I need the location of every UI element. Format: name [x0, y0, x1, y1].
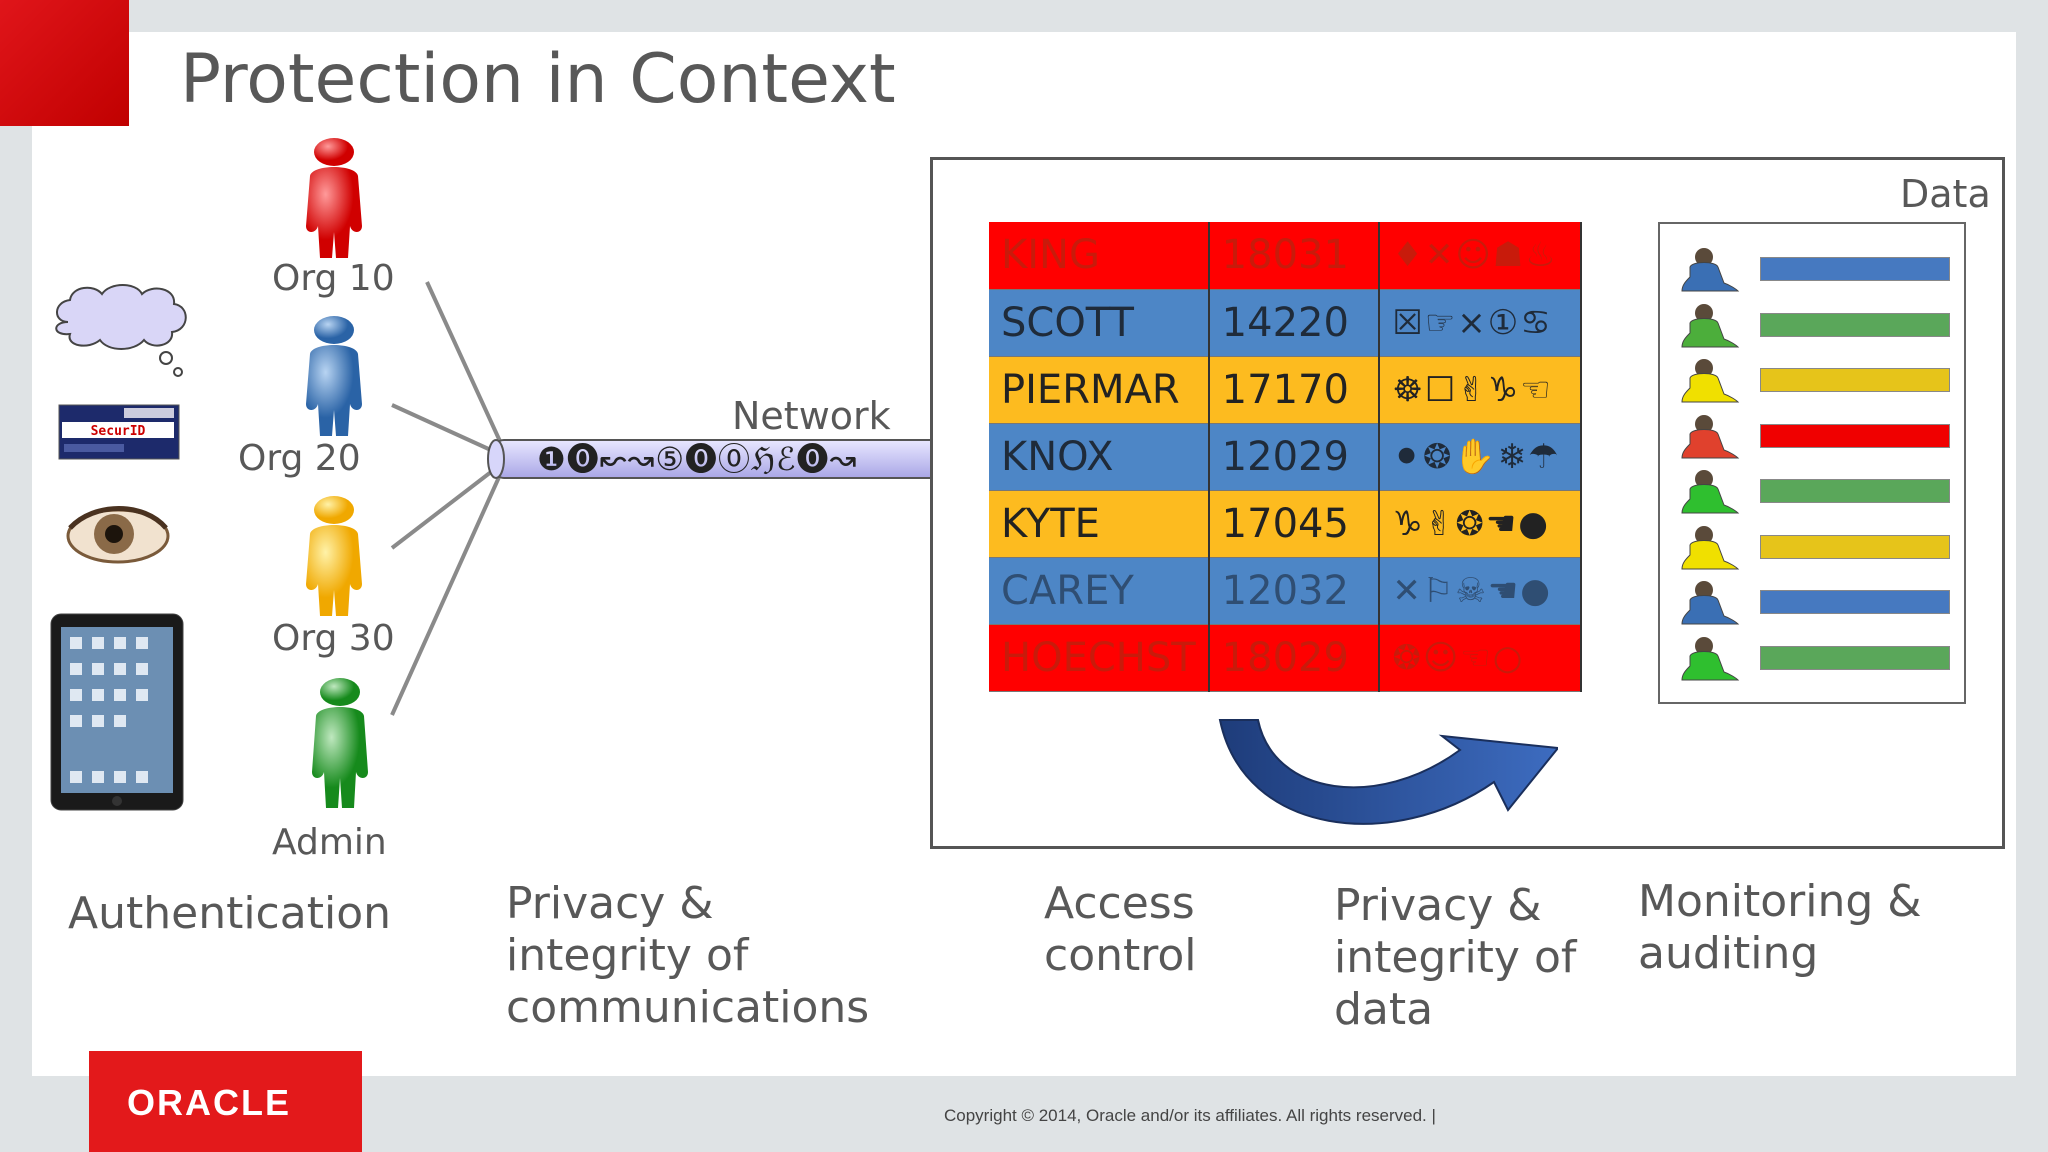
cell-name: PIERMAR: [989, 356, 1210, 424]
authentication-label: Authentication: [68, 888, 391, 939]
audit-user-icon: [1681, 359, 1740, 403]
access-control-line-2: control: [1044, 930, 1197, 981]
org30-person-icon: [306, 496, 362, 616]
redaction-arrow-icon: [1218, 719, 1558, 825]
privacy-data-label: Privacy & integrity of data: [1334, 880, 1576, 1036]
audit-user-icon: [1681, 414, 1740, 458]
cell-symbols: ☸☐✌♑☜: [1379, 356, 1582, 424]
cell-number: 18029: [1208, 624, 1381, 692]
encrypted-stream-text: ❶⓿↜↝⑤⓿⓪ℌℰ⓿↝: [537, 440, 858, 478]
audit-user-icon: [1681, 303, 1740, 347]
slide-title: Protection in Context: [180, 40, 896, 119]
audit-bar: [1760, 645, 1950, 670]
cell-symbols: ♑✌❂☚●: [1379, 490, 1582, 558]
cell-number: 17045: [1208, 490, 1381, 558]
access-control-label: Access control: [1044, 878, 1197, 982]
org30-label: Org 30: [272, 618, 395, 659]
cell-symbols: ✕⚐☠☚●: [1379, 557, 1582, 625]
cell-symbols: ♦✕☺☗♨: [1379, 222, 1582, 290]
cell-number: 18031: [1208, 222, 1381, 290]
monitoring-label: Monitoring & auditing: [1638, 876, 1922, 980]
cell-number: 12032: [1208, 557, 1381, 625]
data-panel-title: Data: [1900, 172, 1991, 216]
org10-label: Org 10: [272, 258, 395, 299]
org20-person-icon: [306, 316, 362, 436]
eye-iris-icon: [66, 506, 170, 564]
cell-number: 14220: [1208, 289, 1381, 357]
audit-bar: [1760, 590, 1950, 614]
cell-name: SCOTT: [989, 289, 1210, 357]
oracle-logo-box: [89, 1051, 362, 1152]
red-corner-accent: [0, 0, 129, 126]
cell-symbols: ☒☞×①♋: [1379, 289, 1582, 357]
cell-number: 12029: [1208, 423, 1381, 491]
privacy-data-line-1: Privacy &: [1334, 880, 1542, 931]
access-control-line-1: Access: [1044, 878, 1195, 929]
privacy-comm-line-1: Privacy &: [506, 878, 714, 929]
audit-user-icon: [1681, 581, 1740, 625]
cell-symbols: ❂☺☜○: [1379, 624, 1582, 692]
privacy-comm-line-2: integrity of: [506, 930, 749, 981]
audit-user-icon: [1681, 636, 1740, 680]
audit-user-icon: [1681, 248, 1740, 292]
privacy-comm-line-3: communications: [506, 982, 870, 1033]
monitoring-line-2: auditing: [1638, 928, 1819, 979]
privacy-data-line-3: data: [1334, 984, 1434, 1035]
audit-data-panel: [1658, 222, 1966, 704]
cell-name: HOECHST: [989, 624, 1210, 692]
thought-cloud-icon: [55, 284, 187, 377]
network-label: Network: [732, 394, 891, 438]
network-connector-lines: [390, 281, 506, 716]
cell-symbols: ⚫❂✋❄☂: [1379, 423, 1582, 491]
cell-number: 17170: [1208, 356, 1381, 424]
audit-bar: [1760, 257, 1950, 281]
audit-bar: [1760, 312, 1950, 337]
cell-name: KYTE: [989, 490, 1210, 558]
svg-text:SecurID: SecurID: [91, 424, 146, 439]
org10-person-icon: [306, 138, 362, 258]
audit-bar: [1760, 534, 1950, 559]
privacy-data-line-2: integrity of: [1334, 932, 1577, 983]
audit-user-icon: [1681, 525, 1740, 569]
monitoring-line-1: Monitoring &: [1638, 876, 1922, 927]
admin-person-icon: [312, 678, 368, 808]
privacy-comm-label: Privacy & integrity of communications: [506, 878, 869, 1034]
securid-token-icon: SecurID: [58, 404, 180, 460]
oracle-logo-text: ORACLE: [127, 1082, 291, 1123]
tablet-device-icon: [50, 613, 184, 811]
audit-user-icon: [1681, 470, 1740, 514]
audit-bar: [1760, 423, 1950, 448]
org20-label: Org 20: [238, 438, 361, 479]
audit-bar: [1760, 479, 1950, 503]
cell-name: KNOX: [989, 423, 1210, 491]
audit-bar: [1760, 368, 1950, 392]
admin-label: Admin: [272, 822, 387, 863]
cell-name: CAREY: [989, 557, 1210, 625]
copyright-text: Copyright © 2014, Oracle and/or its affi…: [944, 1106, 1436, 1125]
cell-name: KING: [989, 222, 1210, 290]
